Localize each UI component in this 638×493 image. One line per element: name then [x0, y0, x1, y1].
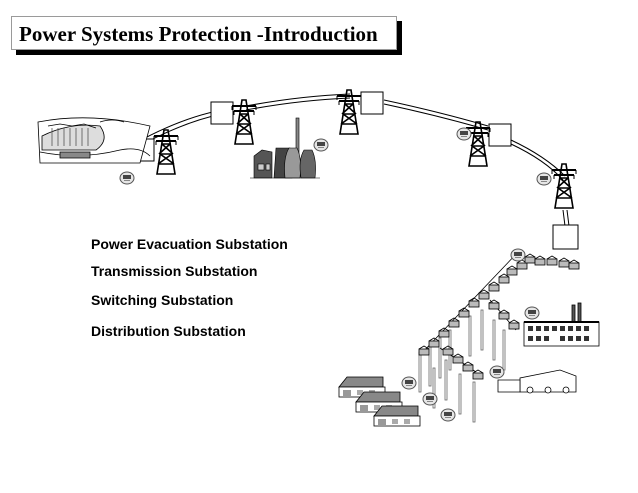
label-power-evacuation-substation: Power Evacuation Substation	[91, 236, 288, 252]
page-title: Power Systems Protection -Introduction	[19, 22, 378, 46]
label-transmission-substation: Transmission Substation	[91, 263, 258, 279]
title-banner: Power Systems Protection -Introduction	[11, 16, 397, 50]
label-switching-substation: Switching Substation	[91, 292, 234, 308]
factory-icon	[523, 302, 600, 347]
substation-icon	[418, 249, 580, 380]
commercial-building-icon	[497, 369, 577, 394]
dam-icon	[37, 117, 151, 164]
power-plant-icon	[250, 117, 320, 179]
label-distribution-substation: Distribution Substation	[91, 323, 246, 339]
relay-icon	[119, 127, 552, 422]
